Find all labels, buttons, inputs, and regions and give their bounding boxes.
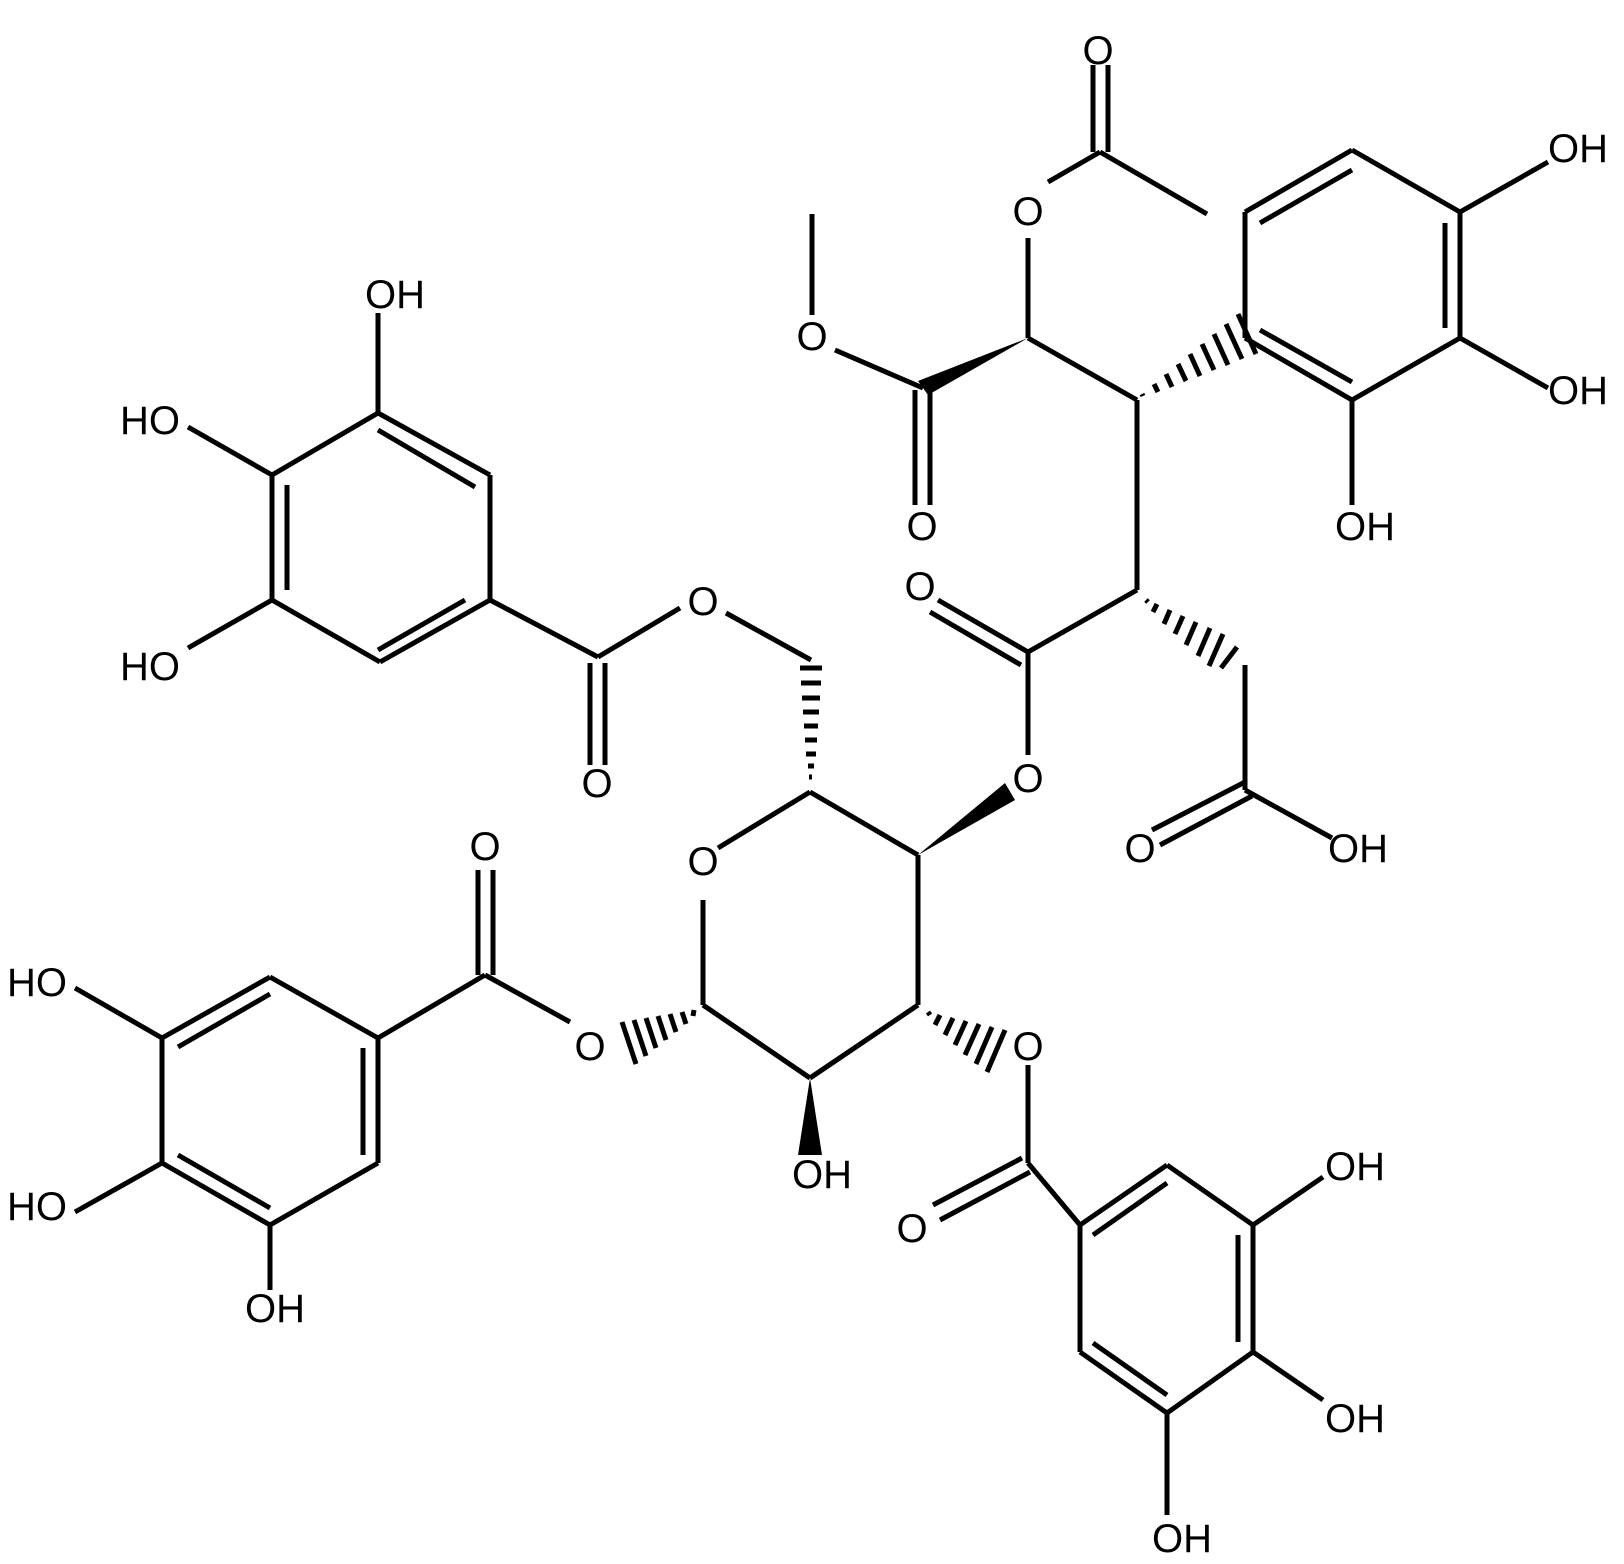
label-acid-carbonyl-o: O xyxy=(1124,827,1155,871)
wedge-bond-c3-ester xyxy=(918,338,1028,395)
wedge-bond-sugar-c2-oh xyxy=(798,1078,822,1155)
label-gallate6-oh-low: HO xyxy=(120,645,180,689)
label-gallate1-oh-bottom: OH xyxy=(245,1287,305,1331)
label-aryl-oh-3: OH xyxy=(1335,505,1395,549)
label-lactone-carbonyl-o: O xyxy=(1082,29,1113,73)
label-sugar-ring-o: O xyxy=(687,840,718,884)
galloyl-6 xyxy=(186,313,682,765)
label-gallate6-oh-mid: HO xyxy=(120,399,180,443)
label-gallate6-oh-top: OH xyxy=(365,273,425,317)
glucose-ring xyxy=(619,610,1031,1163)
label-gallate1-carbonyl-o: O xyxy=(469,825,500,869)
label-gallate3-carbonyl-o: O xyxy=(896,1207,927,1251)
label-gallate1-oh-top: HO xyxy=(7,961,67,1005)
label-succinyl-ester-o: O xyxy=(1012,757,1043,801)
label-gallate1-link-o: O xyxy=(574,1025,605,1069)
label-gallate3-oh-top: OH xyxy=(1325,1145,1385,1189)
label-aryl-oh-2: OH xyxy=(1548,369,1608,413)
label-gallate6-carbonyl-o: O xyxy=(581,762,612,806)
label-methyl-ester-o: O xyxy=(796,315,827,359)
label-lactone-ring-o: O xyxy=(1012,190,1043,234)
label-succinyl-carbonyl-o: O xyxy=(904,565,935,609)
wedge-bond-sugar-c4-o xyxy=(918,783,1015,855)
label-acid-oh: OH xyxy=(1328,827,1388,871)
hashed-bond-c4-c4a xyxy=(1139,312,1259,398)
galloyl-1 xyxy=(73,870,572,1290)
atom-labels: O O O O OH OH OH O O O OH O O OH HO HO O… xyxy=(7,29,1608,1561)
label-methyl-ester-carbonyl-o: O xyxy=(906,505,937,549)
label-gallate3-link-o: O xyxy=(1012,1025,1043,1069)
galloyl-3 xyxy=(931,1155,1325,1515)
succinate-linker xyxy=(928,587,1334,848)
label-gallate6-link-o: O xyxy=(687,580,718,624)
label-sugar-c2-oh: OH xyxy=(792,1153,852,1197)
label-gallate3-oh-bottom: OH xyxy=(1152,1517,1212,1561)
label-gallate1-oh-mid: HO xyxy=(7,1185,67,1229)
label-aryl-oh-1: OH xyxy=(1548,127,1608,171)
isochromanone-core xyxy=(809,65,1550,590)
label-gallate3-oh-mid: OH xyxy=(1325,1397,1385,1441)
